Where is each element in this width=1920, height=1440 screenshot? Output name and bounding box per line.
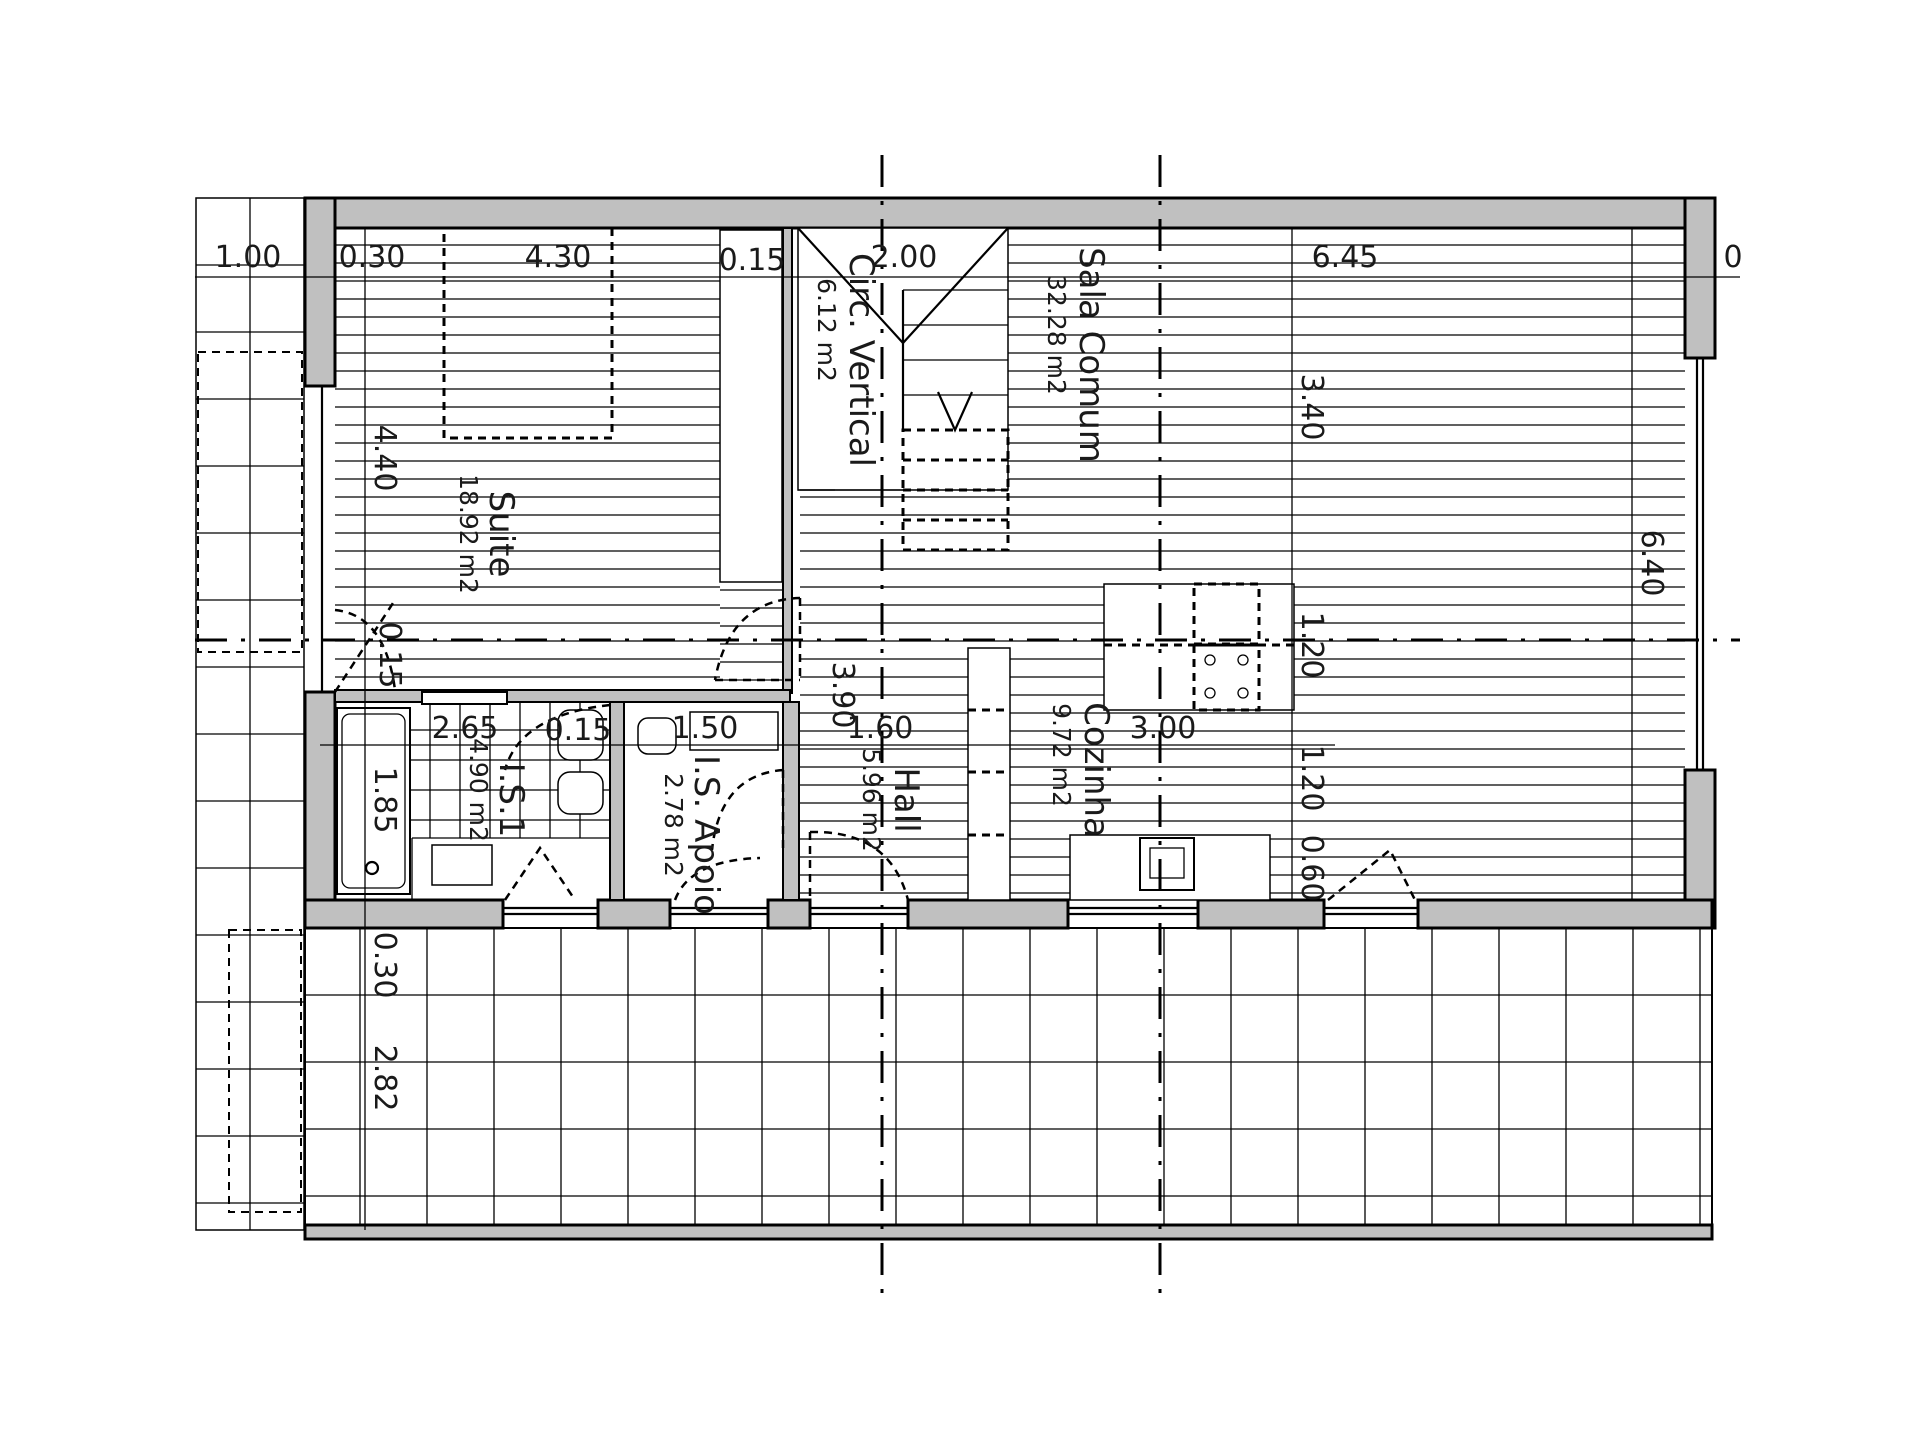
dim-v-3: 6.40 bbox=[1634, 530, 1669, 597]
room-name: I.S. Apoio bbox=[686, 755, 726, 915]
dim-v-7: 0.60 bbox=[1294, 835, 1329, 902]
staircase bbox=[797, 227, 1010, 552]
dim-top-2: 4.30 bbox=[525, 240, 592, 275]
dim-top-5: 6.45 bbox=[1312, 240, 1379, 275]
room-name: Cozinha bbox=[1076, 702, 1116, 838]
structural-axes bbox=[195, 155, 1740, 1295]
room-area: 32.28 m2 bbox=[1042, 275, 1071, 395]
dim-mid-3: 1.60 bbox=[847, 711, 914, 746]
dim-v-4: 1.20 bbox=[1294, 612, 1329, 679]
terrace-grid bbox=[304, 927, 1713, 1231]
doors bbox=[333, 596, 1417, 901]
dim-mid-2: 1.50 bbox=[672, 711, 739, 746]
room-is1: I.S.1 4.90 m2 bbox=[464, 738, 531, 842]
room-hall: Hall 5.96 m2 bbox=[857, 748, 926, 852]
room-name: Hall bbox=[886, 767, 926, 832]
room-cozinha: Cozinha 9.72 m2 bbox=[1047, 702, 1116, 838]
windows bbox=[320, 358, 1705, 916]
dim-v-6: 1.20 bbox=[1294, 745, 1329, 812]
room-area: 4.90 m2 bbox=[464, 738, 493, 842]
room-sala-comum: Sala Comum 32.28 m2 bbox=[1042, 247, 1111, 463]
room-area: 9.72 m2 bbox=[1047, 703, 1076, 807]
room-name: Suite bbox=[481, 491, 521, 578]
dim-v-0: 4.40 bbox=[367, 425, 402, 492]
dim-mid-0: 2.65 bbox=[432, 711, 499, 746]
room-area: 2.78 m2 bbox=[659, 773, 688, 877]
dim-v-9: 0.30 bbox=[367, 932, 402, 999]
dim-v-5: 3.90 bbox=[825, 662, 860, 729]
left-balcony-grid bbox=[195, 197, 305, 1231]
dim-mid-1: 0.15 bbox=[545, 713, 612, 748]
dim-top-3: 0.15 bbox=[719, 243, 786, 278]
room-name: Circ. Vertical bbox=[841, 253, 881, 467]
dim-v-8: 1.85 bbox=[367, 767, 402, 834]
dim-v-10: 2.82 bbox=[367, 1045, 402, 1112]
dimension-lines bbox=[195, 228, 1740, 1230]
room-area: 5.96 m2 bbox=[857, 748, 886, 852]
room-suite: Suite 18.92 m2 bbox=[454, 474, 521, 594]
room-area: 6.12 m2 bbox=[812, 278, 841, 382]
room-labels: Suite 18.92 m2 Circ. Vertical 6.12 m2 Sa… bbox=[454, 247, 1116, 915]
room-name: Sala Comum bbox=[1071, 247, 1111, 463]
dim-v-2: 3.40 bbox=[1294, 374, 1329, 441]
room-name: I.S.1 bbox=[491, 763, 531, 838]
dim-top-1: 0.30 bbox=[339, 240, 406, 275]
dim-mid-4: 3.00 bbox=[1130, 711, 1197, 746]
room-circ-vertical: Circ. Vertical 6.12 m2 bbox=[812, 253, 881, 467]
room-area: 18.92 m2 bbox=[454, 474, 483, 594]
dim-top-6: 0 bbox=[1723, 240, 1742, 275]
dimension-labels: 1.00 0.30 4.30 0.15 2.00 6.45 0 2.65 0.1… bbox=[215, 240, 1743, 1111]
dim-v-1: 0.15 bbox=[372, 622, 407, 689]
dim-top-4: 2.00 bbox=[871, 240, 938, 275]
room-is-apoio: I.S. Apoio 2.78 m2 bbox=[659, 755, 726, 915]
dim-top-0: 1.00 bbox=[215, 240, 282, 275]
furniture bbox=[336, 226, 1295, 901]
walls bbox=[303, 196, 1717, 1241]
